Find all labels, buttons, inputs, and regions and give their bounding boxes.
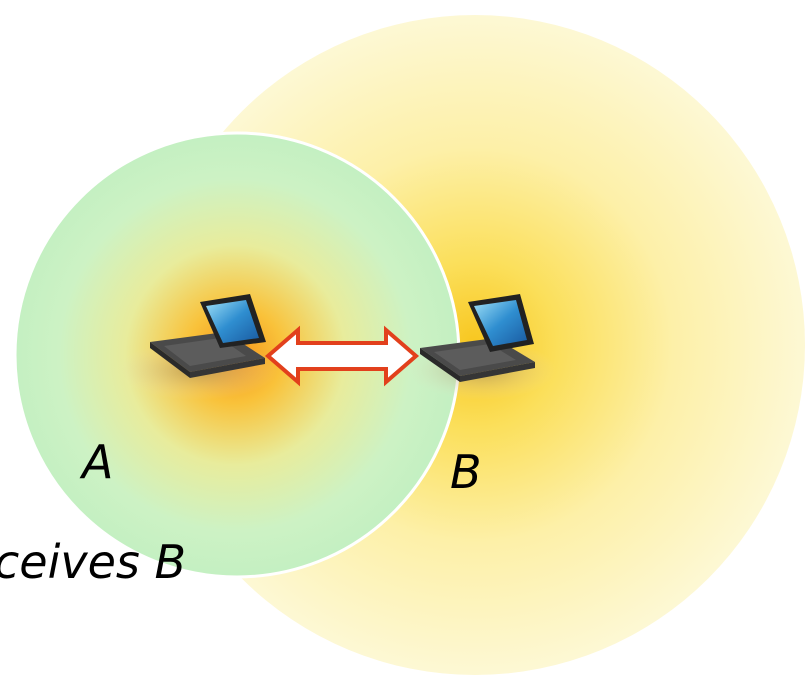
laptop-icon — [408, 294, 556, 400]
laptop-icon — [118, 294, 278, 400]
double-arrow-icon — [264, 325, 420, 387]
node-b-label: B — [450, 445, 482, 499]
caption-text: ceives B — [0, 535, 186, 589]
node-a-label: A — [79, 435, 113, 489]
